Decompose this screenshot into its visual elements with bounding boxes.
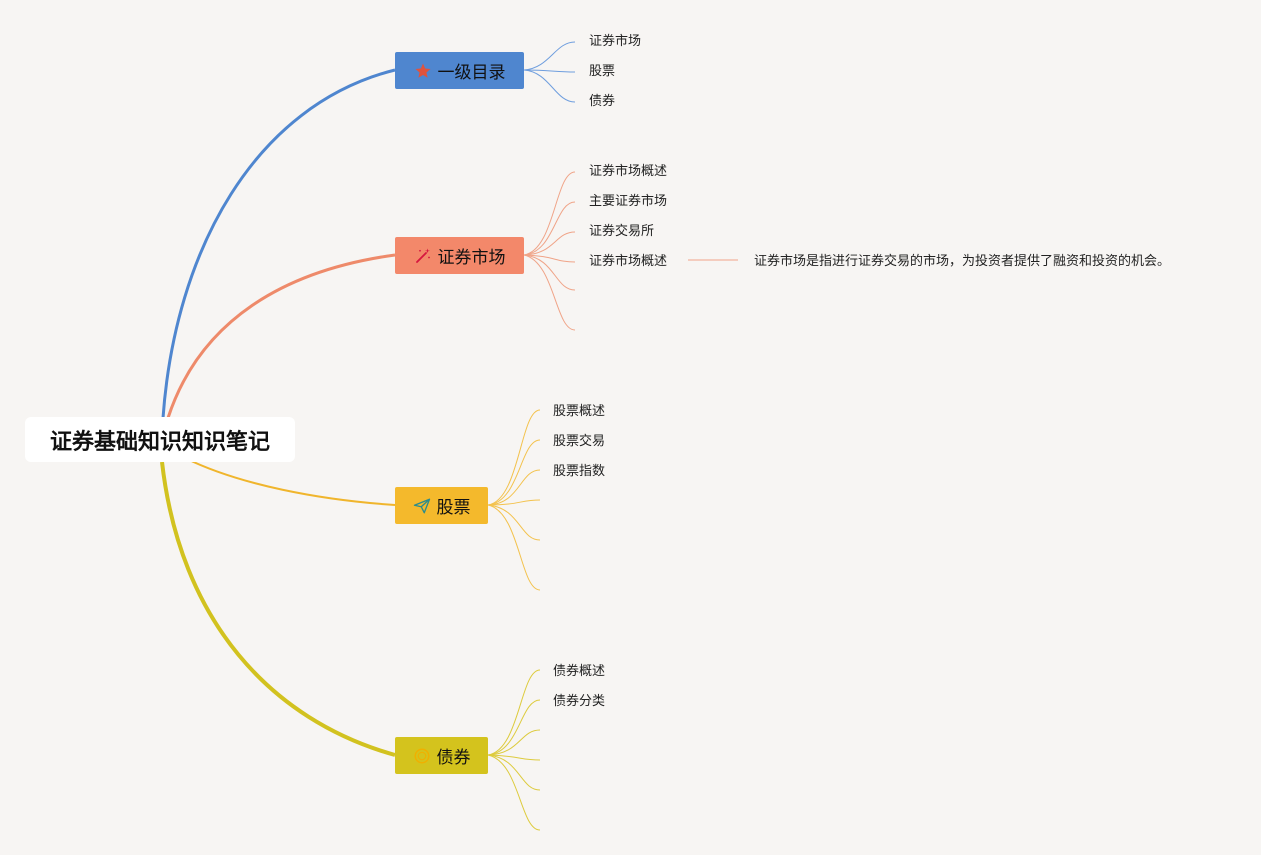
branch-topic-stocks[interactable]: 股票 <box>395 487 488 524</box>
branch-topic-directory[interactable]: 一级目录 <box>395 52 524 89</box>
leaf-topic[interactable]: 债券概述 <box>553 664 606 679</box>
root-topic[interactable]: 证券基础知识知识笔记 <box>25 417 295 462</box>
leaf-topic[interactable]: 债券 <box>589 94 616 109</box>
root-title: 证券基础知识知识笔记 <box>49 429 270 455</box>
branch-1-sub-lines <box>523 41 576 103</box>
coin-icon <box>413 747 431 765</box>
leaf-topic[interactable]: 股票 <box>589 64 616 79</box>
leaf-topic[interactable]: 股票指数 <box>553 464 606 479</box>
branch-label: 证券市场 <box>437 248 506 268</box>
leaf-topic[interactable]: 主要证券市场 <box>589 194 668 209</box>
magic-wand-icon <box>414 247 432 265</box>
leaf-topic[interactable]: 证券交易所 <box>589 224 655 239</box>
branch-2-sub-lines <box>523 171 738 331</box>
leaf-topic[interactable]: 债券分类 <box>553 694 606 709</box>
connector-root-to-branch-4 <box>160 461 396 757</box>
branch-3-sub-lines <box>487 409 541 591</box>
branch-4-sub-lines <box>487 669 541 831</box>
leaf-topic[interactable]: 证券市场概述 <box>589 254 668 269</box>
leaf-note[interactable]: 证券市场是指进行证券交易的市场，为投资者提供了融资和投资的机会。 <box>754 254 1171 269</box>
branch-label: 债券 <box>436 748 471 768</box>
connector-root-to-branch-3 <box>184 457 396 506</box>
branch-topic-bonds[interactable]: 债券 <box>395 737 488 774</box>
paper-plane-icon <box>413 497 431 515</box>
connector-root-to-branch-1 <box>161 68 396 419</box>
leaf-topic[interactable]: 股票交易 <box>553 434 606 449</box>
star-icon <box>414 62 432 80</box>
leaf-topic[interactable]: 证券市场概述 <box>589 164 668 179</box>
branch-topic-securities-market[interactable]: 证券市场 <box>395 237 524 274</box>
connector-root-to-branch-2 <box>166 253 396 419</box>
leaf-topic[interactable]: 股票概述 <box>553 404 606 419</box>
branch-label: 股票 <box>436 498 471 518</box>
branch-label: 一级目录 <box>437 63 506 83</box>
leaf-topic[interactable]: 证券市场 <box>589 34 642 49</box>
